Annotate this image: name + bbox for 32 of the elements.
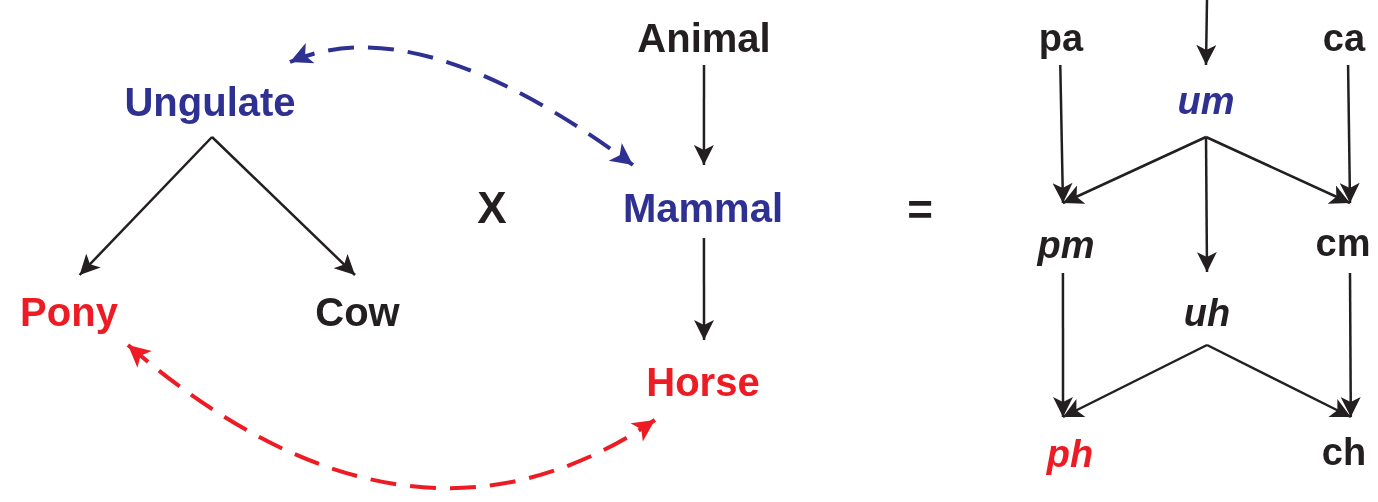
arrow [693,65,714,165]
arrow [1196,137,1217,272]
node-label: ch [1310,417,1378,479]
node-label: uh [1170,272,1244,345]
node-label: ph [1035,417,1105,479]
arrow [126,343,656,491]
arrow [1205,135,1351,205]
arrow [211,136,356,276]
arrow [694,238,714,340]
arrow [289,44,635,167]
arrow [1206,343,1352,419]
node-label: Animal [625,10,783,65]
arrow [1062,135,1207,205]
node-label: Mammal [612,165,794,238]
node-label: Horse [638,340,768,420]
arrow [1340,273,1361,417]
node-label: ca [1310,10,1378,65]
arrow [1052,64,1073,204]
node-label: pm [1028,203,1104,273]
arrow [1339,65,1360,203]
node-label: cm [1308,203,1378,273]
arrow [1053,273,1073,417]
node-label: Cow [305,275,410,335]
operator-symbol: = [907,188,933,232]
node-label: pa [1025,10,1097,65]
node-label: um [1165,65,1247,137]
node-label: Ungulate [110,62,310,137]
arrow [1196,0,1217,66]
arrow [1062,343,1208,419]
operator-symbol: X [477,186,507,230]
node-label: Pony [10,275,128,345]
arrow [78,136,213,276]
